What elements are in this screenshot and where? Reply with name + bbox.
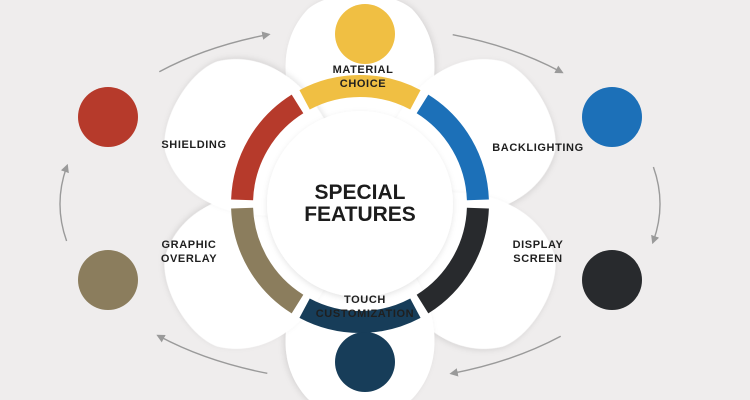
feature-label-line: SCREEN: [513, 253, 562, 265]
cycle-arrow: [651, 166, 661, 245]
cycle-arrows: [59, 31, 661, 377]
cycle-arrow: [158, 31, 271, 73]
feature-label-line: BACKLIGHTING: [492, 142, 584, 154]
feature-color-dot: [335, 332, 395, 392]
ring-segment: [231, 207, 304, 314]
center-title-line-2: FEATURES: [304, 203, 416, 226]
feature-label-line: OVERLAY: [161, 253, 217, 265]
ring-segment: [299, 298, 421, 333]
ring-segment: [231, 94, 304, 201]
feature-label-line: CHOICE: [340, 78, 386, 90]
feature-label-line: TOUCH: [344, 294, 386, 306]
feature-color-dot: [78, 250, 138, 310]
center-title-line-1: SPECIAL: [314, 181, 405, 204]
ring-segment: [299, 75, 421, 110]
cycle-arrow: [449, 335, 562, 377]
feature-label-line: GRAPHIC: [162, 239, 217, 251]
feature-label-line: MATERIAL: [333, 64, 394, 76]
cycle-arrow: [452, 34, 564, 74]
feature-color-dot: [582, 250, 642, 310]
ring-segment: [416, 94, 489, 201]
center-disc: [267, 111, 453, 297]
cycle-arrow: [59, 163, 69, 242]
feature-labels: MATERIAL CHOICE BACKLIGHTING DISPLAY SCREEN T…: [161, 64, 584, 320]
cycle-arrow: [156, 334, 268, 374]
feature-color-dot: [335, 4, 395, 64]
feature-label: SHIELDING: [161, 139, 226, 151]
feature-label-line: DISPLAY: [513, 239, 564, 251]
feature-label: MATERIAL CHOICE: [333, 64, 394, 90]
feature-label: DISPLAY SCREEN: [513, 239, 564, 265]
feature-label-line: SHIELDING: [161, 139, 226, 151]
ring-segment: [416, 207, 489, 314]
feature-color-dot: [582, 87, 642, 147]
center-ring: [231, 75, 489, 333]
feature-label: GRAPHIC OVERLAY: [161, 239, 217, 265]
feature-label-line: CUSTOMIZATION: [316, 308, 414, 320]
feature-color-dot: [78, 87, 138, 147]
feature-label: BACKLIGHTING: [492, 142, 584, 154]
feature-label: TOUCH CUSTOMIZATION: [316, 294, 414, 320]
